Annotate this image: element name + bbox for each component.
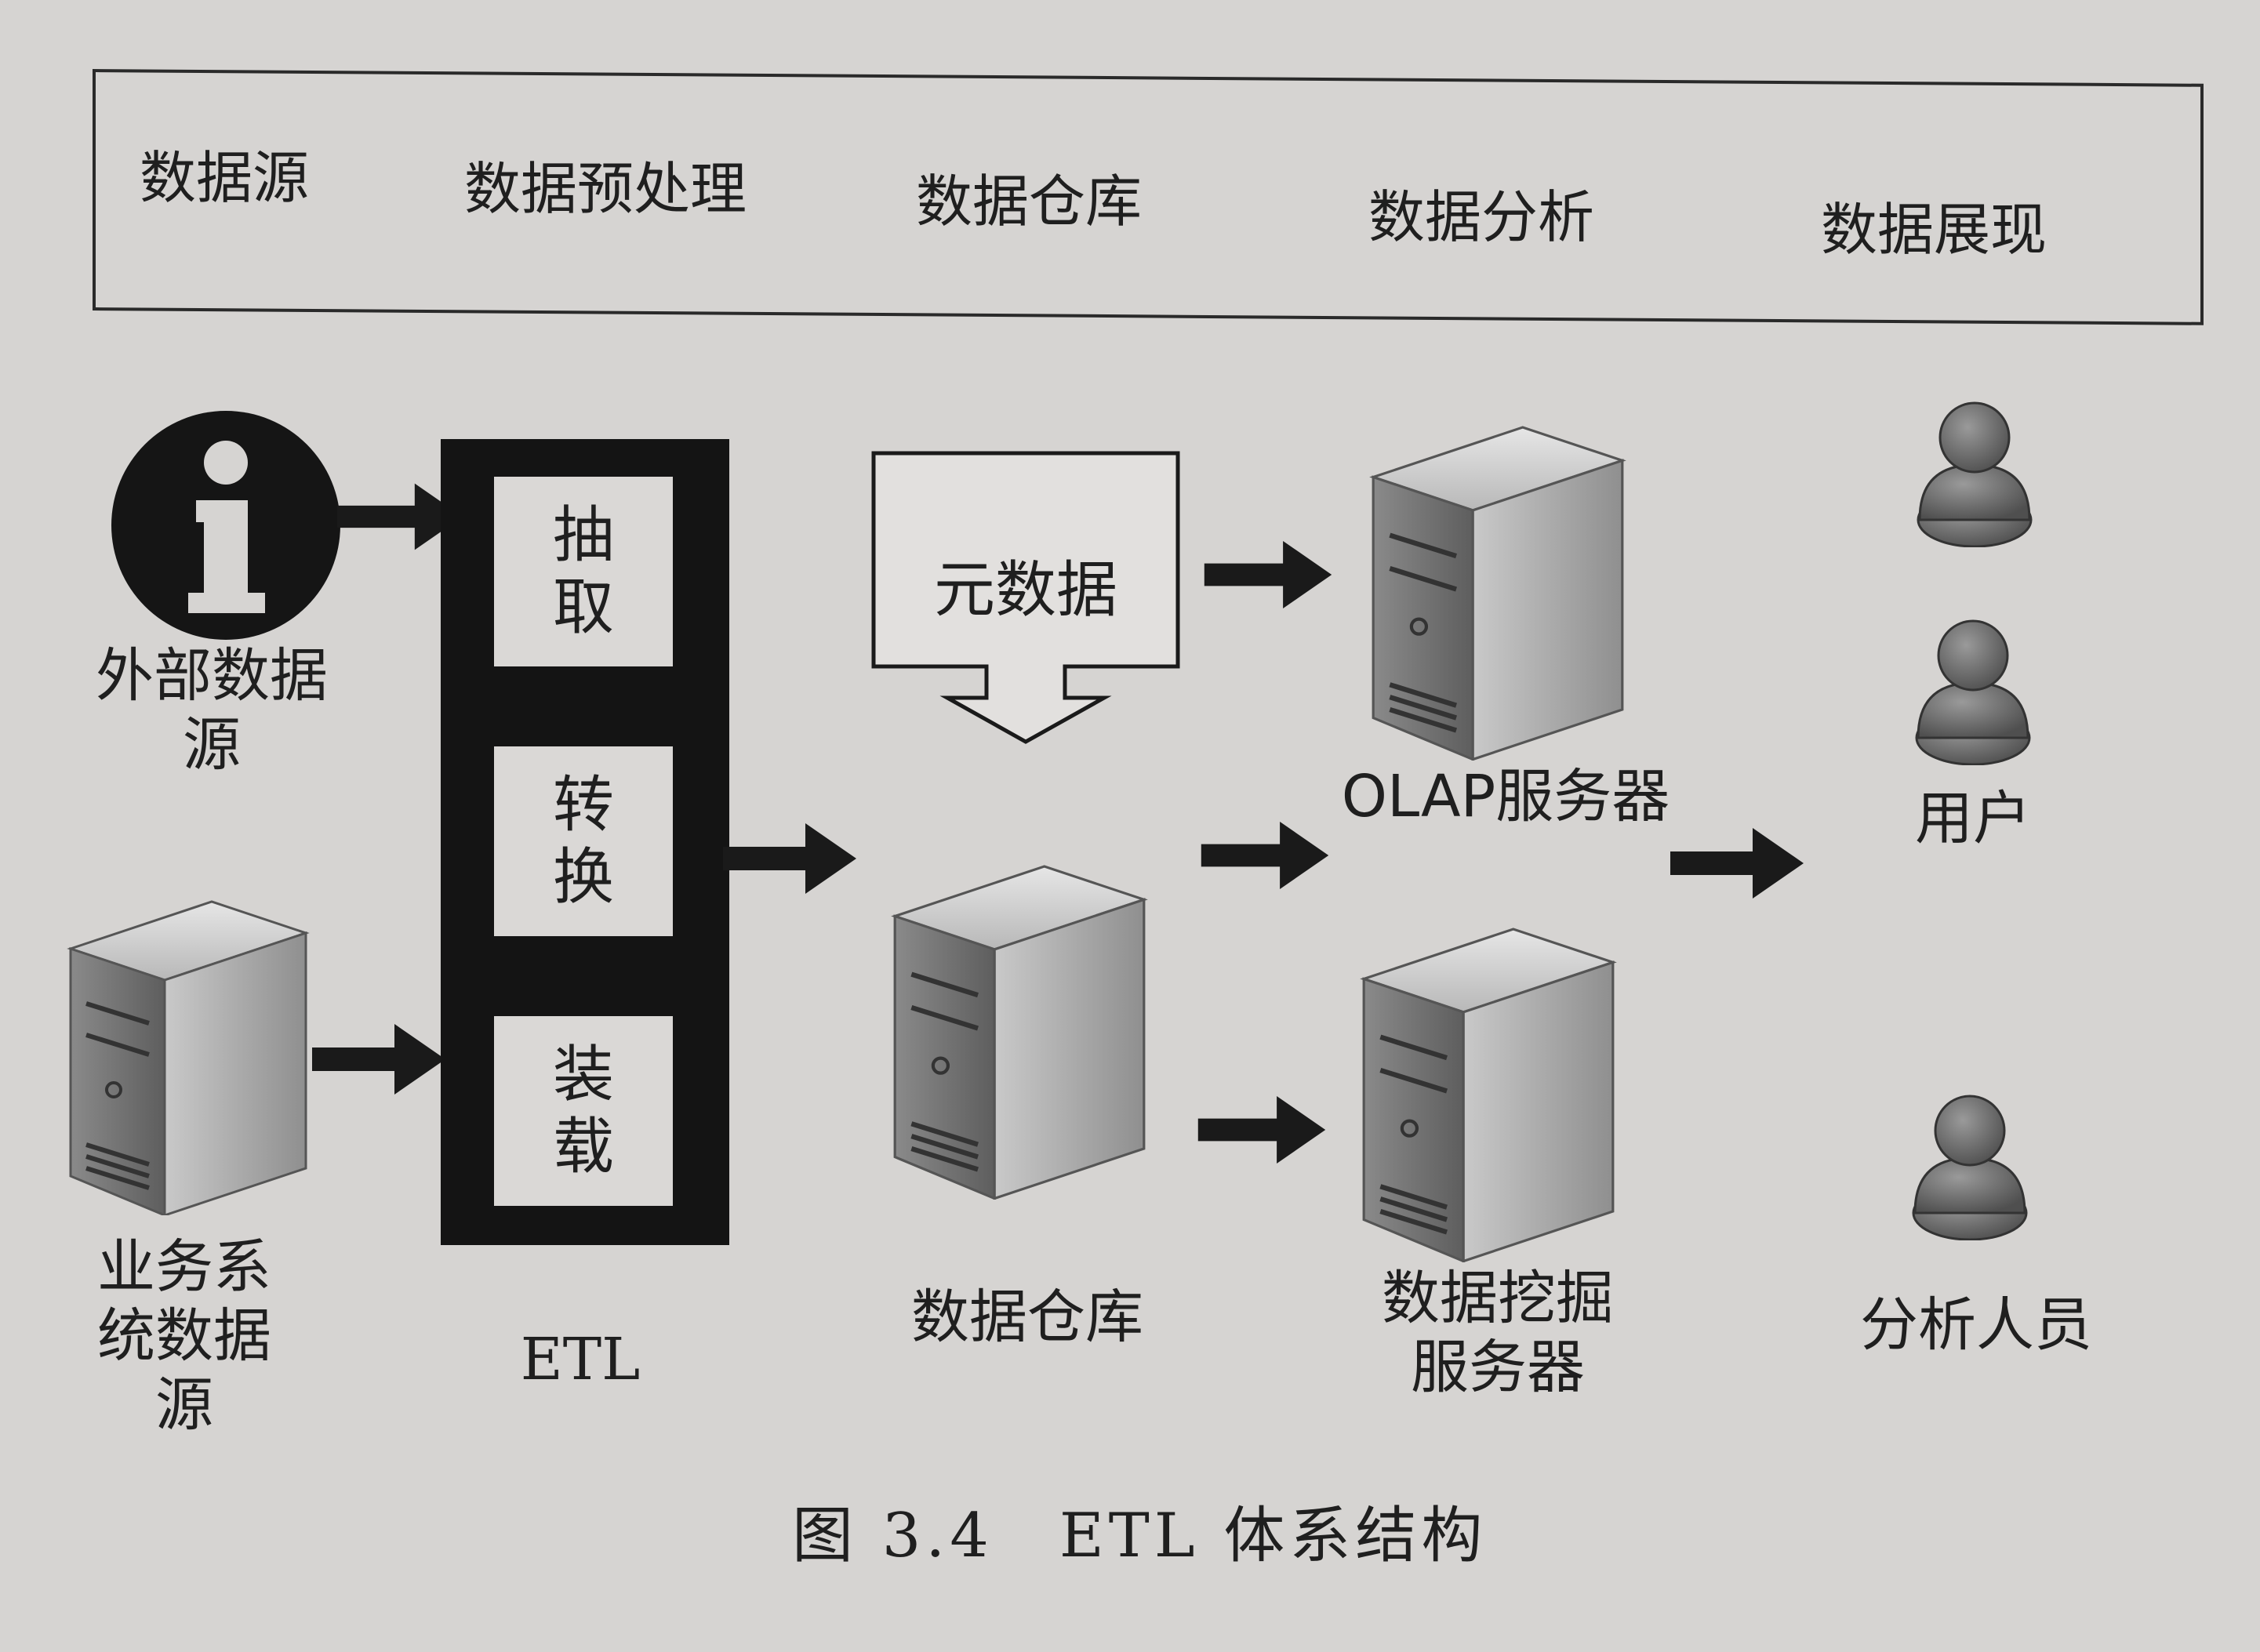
warehouse-label: 数据仓库 [911, 1283, 1143, 1351]
user-label: 用户 [1915, 785, 2031, 852]
etl-step-extract-label: 抽取 [552, 500, 614, 643]
arrow-right-icon [1195, 1096, 1328, 1164]
olap-server-label: OLAP服务器 [1341, 763, 1670, 830]
business-source-label: 业务系统数据源 [97, 1233, 271, 1439]
metadata-label: 元数据 [933, 555, 1117, 626]
person-icon [1910, 608, 2036, 768]
etl-step-transform: 转换 [494, 746, 673, 936]
person-icon [1907, 1084, 2033, 1244]
stage-label-warehouse: 数据仓库 [916, 169, 1143, 234]
info-icon [108, 408, 343, 646]
stage-label-analysis: 数据分析 [1368, 184, 1595, 250]
stage-label-source: 数据源 [140, 145, 310, 211]
external-source-label: 外部数据源 [96, 642, 328, 779]
server-icon [1347, 878, 1630, 1265]
metadata-box: 元数据 [869, 448, 1183, 746]
stage-label-presentation: 数据展现 [1821, 197, 2047, 263]
arrow-right-icon [1198, 822, 1332, 889]
etl-step-extract: 抽取 [494, 477, 673, 666]
server-icon [55, 855, 322, 1218]
arrow-right-icon [723, 823, 856, 894]
arrow-right-icon [312, 1024, 445, 1095]
etl-step-load: 装载 [494, 1016, 673, 1206]
server-icon [1357, 376, 1639, 764]
etl-label: ETL [520, 1326, 641, 1393]
mining-server-label: 数据挖掘服务器 [1382, 1265, 1614, 1401]
person-icon [1912, 390, 2037, 550]
etl-step-load-label: 装载 [552, 1040, 614, 1182]
etl-step-transform-label: 转换 [552, 770, 614, 913]
stage-label-preprocess: 数据预处理 [464, 156, 747, 222]
arrow-right-icon [1670, 828, 1804, 899]
analyst-label: 分析人员 [1860, 1291, 2092, 1359]
figure-caption: 图 3.4 ETL 体系结构 [792, 1501, 1488, 1571]
server-icon [878, 815, 1161, 1203]
etl-pipeline: 抽取 转换 装载 [441, 439, 729, 1245]
arrow-down-outline-icon [871, 451, 1180, 744]
arrow-right-icon [1201, 541, 1335, 608]
